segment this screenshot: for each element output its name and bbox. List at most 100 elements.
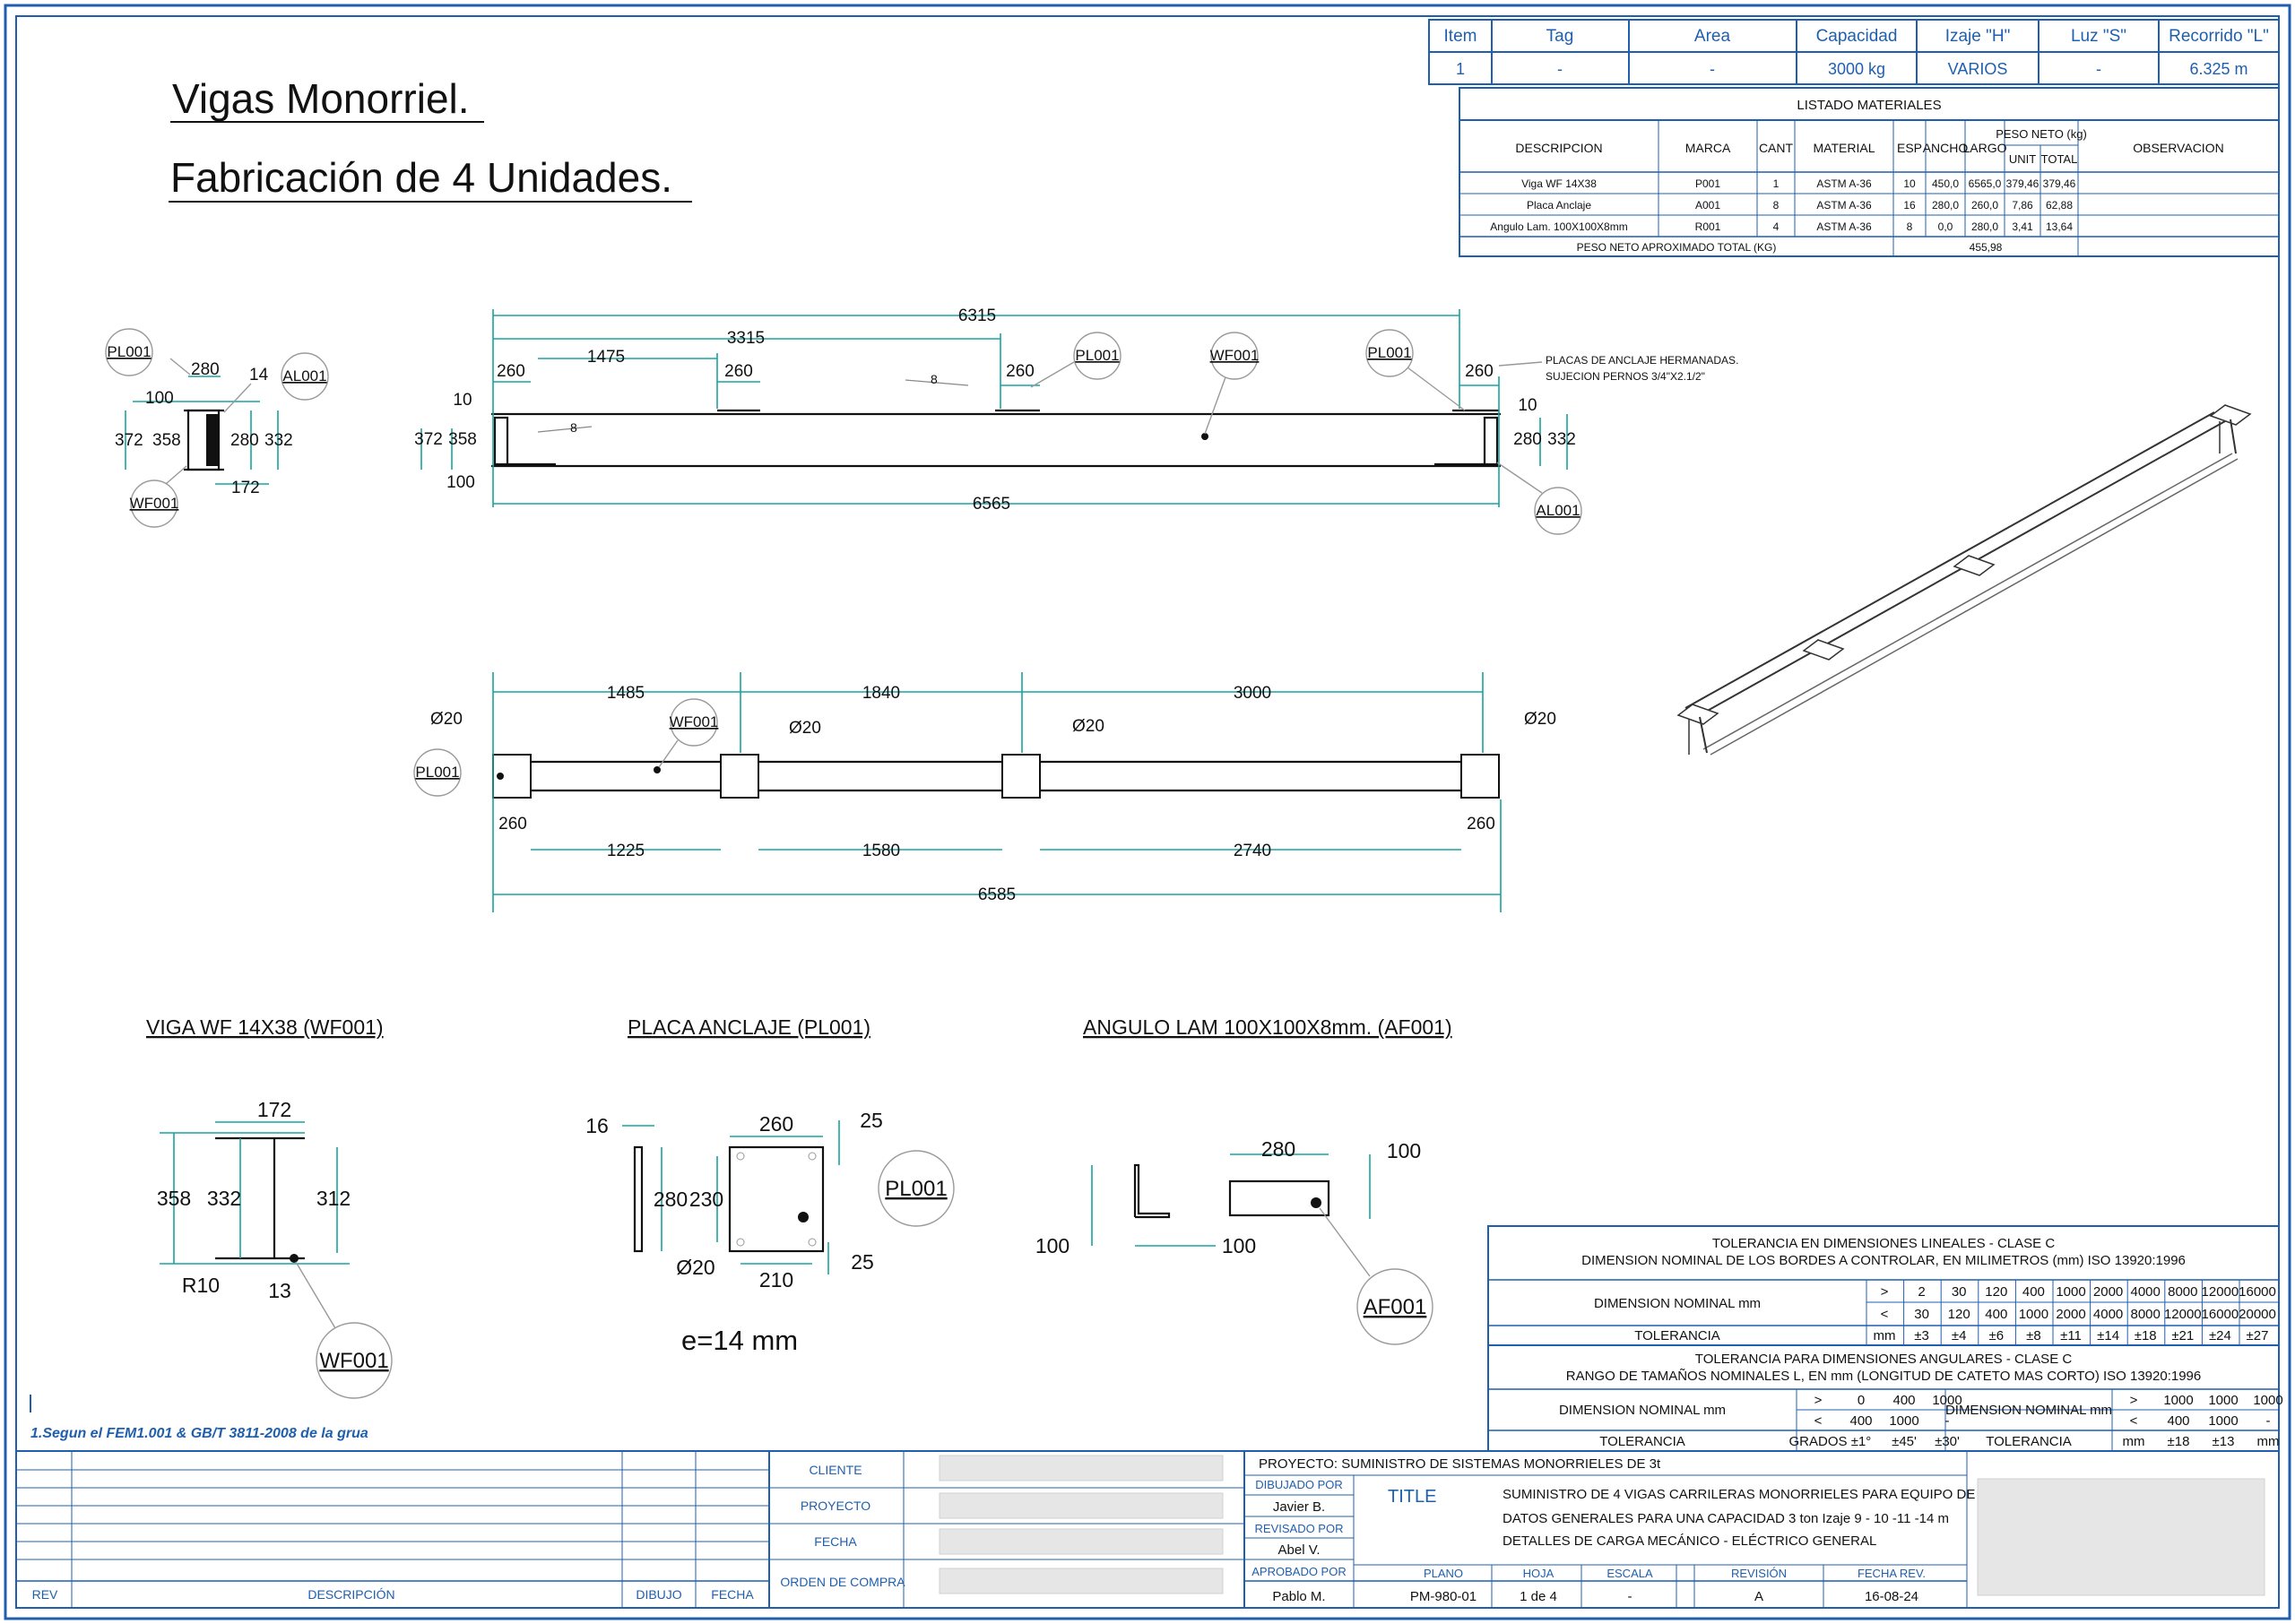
plan-dim-3000: 3000	[1234, 684, 1271, 703]
sheet-border-outer	[4, 4, 2291, 1620]
tol-ang-nominal-label-b: DIMENSION NOMINAL mm	[1945, 1403, 2112, 1418]
fecha-rev-label: FECHA REV.	[1858, 1567, 1926, 1580]
mat-r2-material: ASTM A-36	[1816, 199, 1872, 212]
mat-r3-largo: 280,0	[1971, 220, 1998, 233]
spec-cell-recorrido: 6.325 m	[2189, 60, 2247, 78]
proyecto-label: PROYECTO	[801, 1499, 870, 1513]
desc-label: DESCRIPCIÓN	[307, 1587, 394, 1602]
tol-lin-lt-3: 400	[1985, 1307, 2007, 1322]
plate-dim-d20: Ø20	[676, 1256, 714, 1279]
elev-dim-332: 332	[1547, 430, 1576, 449]
hoja-label: HOJA	[1523, 1567, 1555, 1580]
elev-dim-260c: 260	[1006, 362, 1035, 381]
aprobado-value: Pablo M.	[1272, 1589, 1325, 1604]
tol-lin-gt-9: 12000	[2202, 1284, 2239, 1300]
plan-callout-wf001: WF001	[670, 713, 719, 730]
plan-dim-d20-4: Ø20	[1524, 710, 1556, 729]
tol-lin-lt-0: <	[1881, 1307, 1889, 1322]
elev-dim-10a: 10	[453, 391, 472, 410]
title-line-1: SUMINISTRO DE 4 VIGAS CARRILERAS MONORRI…	[1503, 1487, 1991, 1502]
plate-thickness-note: e=14 mm	[681, 1325, 798, 1356]
tol-lin-lt-6: 4000	[2093, 1307, 2123, 1322]
mat-h-ancho: ANCHO	[1923, 141, 1969, 155]
angle-detail: 100 100 280 100 AF001	[1035, 1137, 1433, 1345]
plan-dim-1840: 1840	[862, 684, 900, 703]
end-dim-332: 332	[264, 431, 293, 450]
spec-cell-area: -	[1710, 60, 1715, 78]
end-callout-al001: AL001	[282, 367, 326, 384]
tol-lin-title-1: TOLERANCIA EN DIMENSIONES LINEALES - CLA…	[1712, 1236, 2055, 1251]
spec-header-luz: Luz "S"	[2071, 27, 2126, 46]
elev-dim-6565: 6565	[973, 495, 1010, 514]
plan-callout-wf001-bubble	[670, 698, 718, 747]
mat-r2-ancho: 280,0	[1932, 199, 1959, 212]
plan-dim-d20-3: Ø20	[1072, 717, 1104, 736]
beam-section: 172 358 332 312 R10 13 WF001	[157, 1098, 393, 1399]
escala-value: -	[1628, 1589, 1632, 1604]
isometric-view	[1676, 404, 2252, 756]
elev-callout-wf001: WF001	[1210, 347, 1260, 364]
elev-dim-3315: 3315	[727, 329, 765, 348]
tol-lin-gt-2: 30	[1952, 1284, 1967, 1300]
mat-h-obs: OBSERVACION	[2133, 141, 2223, 155]
tol-ang-gt-a-3: 1000	[1932, 1393, 1962, 1408]
tol-lin-lt-1: 30	[1914, 1307, 1929, 1322]
spec-header-recorrido: Recorrido "L"	[2169, 27, 2269, 46]
beam-dim-13: 13	[268, 1279, 291, 1302]
plate-dim-16: 16	[585, 1114, 609, 1137]
spec-header-item: Item	[1444, 27, 1477, 46]
plate-dim-25a: 25	[860, 1109, 883, 1132]
tol-ang-tol-a-2: ±45'	[1892, 1434, 1917, 1449]
tol-lin-title-2: DIMENSION NOMINAL DE LOS BORDES A CONTRO…	[1581, 1253, 2186, 1268]
tol-ang-tol-label-b: TOLERANCIA	[1986, 1434, 2072, 1449]
mat-r2-cant: 8	[1773, 199, 1780, 212]
tol-lin-gt-4: 400	[2022, 1284, 2045, 1300]
drawing-subtitle: Fabricación de 4 Unidades.	[170, 154, 672, 201]
end-dim-280b: 280	[230, 431, 259, 450]
escala-label: ESCALA	[1606, 1567, 1653, 1580]
tol-lin-tol-9: ±24	[2209, 1328, 2231, 1343]
plan-dim-1225: 1225	[607, 842, 645, 860]
tol-lin-tol-label: TOLERANCIA	[1634, 1328, 1720, 1343]
tol-lin-tol-1: ±3	[1914, 1328, 1929, 1343]
twin-plates-note-2: SUJECION PERNOS 3/4"X2.1/2"	[1546, 370, 1705, 383]
mat-r2-desc: Placa Anclaje	[1527, 199, 1591, 212]
tol-ang-tol-b-3: mm	[2257, 1434, 2280, 1449]
mat-r1-marca: P001	[1695, 177, 1720, 190]
mat-r2-esp: 16	[1903, 199, 1916, 212]
elev-callout-pl001-1-bubble	[1073, 332, 1122, 380]
section-title-plate: PLACA ANCLAJE (PL001)	[628, 1015, 870, 1039]
elev-dim-358: 358	[448, 430, 477, 449]
beam-dim-r10: R10	[182, 1274, 220, 1297]
angle-dim-100a: 100	[1035, 1234, 1070, 1257]
beam-dim-332: 332	[207, 1187, 241, 1210]
tol-ang-title-2: RANGO DE TAMAÑOS NOMINALES L, EN mm (LON…	[1566, 1369, 2202, 1384]
angle-dim-280: 280	[1261, 1137, 1295, 1161]
mat-r1-unit: 379,46	[2006, 177, 2040, 190]
mat-h-marca: MARCA	[1685, 141, 1731, 155]
mat-h-largo: LARGO	[1962, 141, 2006, 155]
materials-table: LISTADO MATERIALES DESCRIPCION MARCA CAN…	[1459, 87, 2280, 257]
tol-lin-tol-3: ±6	[1989, 1328, 2005, 1343]
mat-r1-largo: 6565,0	[1969, 177, 2002, 190]
tol-ang-lt-a-1: 400	[1849, 1413, 1872, 1429]
tol-lin-gt-3: 120	[1985, 1284, 2007, 1300]
client-block: CLIENTE PROYECTO FECHA ORDEN DE COMPRA	[768, 1450, 1245, 1609]
tol-ang-lt-a-2: 1000	[1889, 1413, 1918, 1429]
dibujado-label: DIBUJADO POR	[1255, 1478, 1343, 1491]
title-line-2: DATOS GENERALES PARA UNA CAPACIDAD 3 ton…	[1503, 1511, 1949, 1526]
spec-cell-capacidad: 3000 kg	[1828, 60, 1885, 78]
beam-dim-358: 358	[157, 1187, 191, 1210]
spec-header-capacidad: Capacidad	[1816, 27, 1898, 46]
elev-dim-10b: 10	[1518, 396, 1537, 415]
tol-lin-gt-6: 2000	[2093, 1284, 2123, 1300]
mat-h-cant: CANT	[1759, 141, 1794, 155]
tol-lin-lt-8: 12000	[2164, 1307, 2202, 1322]
spec-cell-izaje: VARIOS	[1948, 60, 2008, 78]
section-title-angle: ANGULO LAM 100X100X8mm. (AF001)	[1083, 1015, 1452, 1039]
end-dim-358: 358	[152, 431, 181, 450]
tol-ang-lt-b-2: 1000	[2208, 1413, 2238, 1429]
tol-ang-lt-a-0: <	[1814, 1413, 1823, 1429]
tol-lin-lt-4: 1000	[2019, 1307, 2048, 1322]
tol-lin-tol-0: mm	[1874, 1328, 1896, 1343]
